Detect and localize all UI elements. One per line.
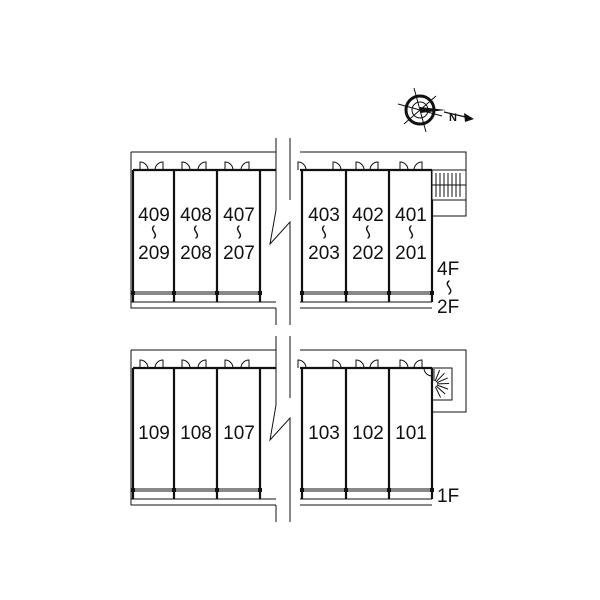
unit-label-408: 408 [180, 205, 212, 226]
unit-label-402: 402 [352, 205, 384, 226]
unit-label-109: 109 [138, 423, 170, 444]
upper-unit-labels: 409 209 408 208 407 207 403 203 402 202 401 201 [138, 205, 427, 264]
lower-building-block: 109 108 107 103 102 101 1F [130, 336, 467, 522]
unit-label-202: 202 [352, 243, 384, 264]
range-wave-icon [365, 225, 371, 239]
unit-label-103: 103 [308, 423, 340, 444]
range-wave-icon [321, 225, 327, 239]
lower-spiral-stairs [432, 367, 453, 401]
unit-label-207: 207 [223, 243, 255, 264]
unit-label-407: 407 [223, 205, 255, 226]
unit-label-203: 203 [308, 243, 340, 264]
upper-balcony-rail [131, 291, 434, 295]
unit-label-401: 401 [395, 205, 427, 226]
floor-1f-label: 1F [437, 486, 459, 507]
compass-rose-icon: N [397, 87, 474, 133]
unit-label-403: 403 [308, 205, 340, 226]
unit-label-101: 101 [395, 423, 427, 444]
compass-north-label: N [449, 112, 457, 124]
floor-range-bottom-label: 2F [437, 297, 459, 318]
unit-label-201: 201 [395, 243, 427, 264]
unit-label-209: 209 [138, 243, 170, 264]
unit-label-208: 208 [180, 243, 212, 264]
unit-label-107: 107 [223, 423, 255, 444]
range-wave-icon [236, 225, 242, 239]
upper-stairs [431, 169, 467, 201]
range-wave-icon [408, 225, 414, 239]
floor-range-top-label: 4F [437, 259, 459, 280]
unit-label-102: 102 [352, 423, 384, 444]
floor-range-wave-icon [446, 280, 452, 295]
unit-label-108: 108 [180, 423, 212, 444]
unit-label-409: 409 [138, 205, 170, 226]
lower-unit-labels: 109 108 107 103 102 101 [138, 423, 427, 444]
range-wave-icon [193, 225, 199, 239]
lower-balcony-rail [131, 488, 434, 492]
range-wave-icon [151, 225, 157, 239]
